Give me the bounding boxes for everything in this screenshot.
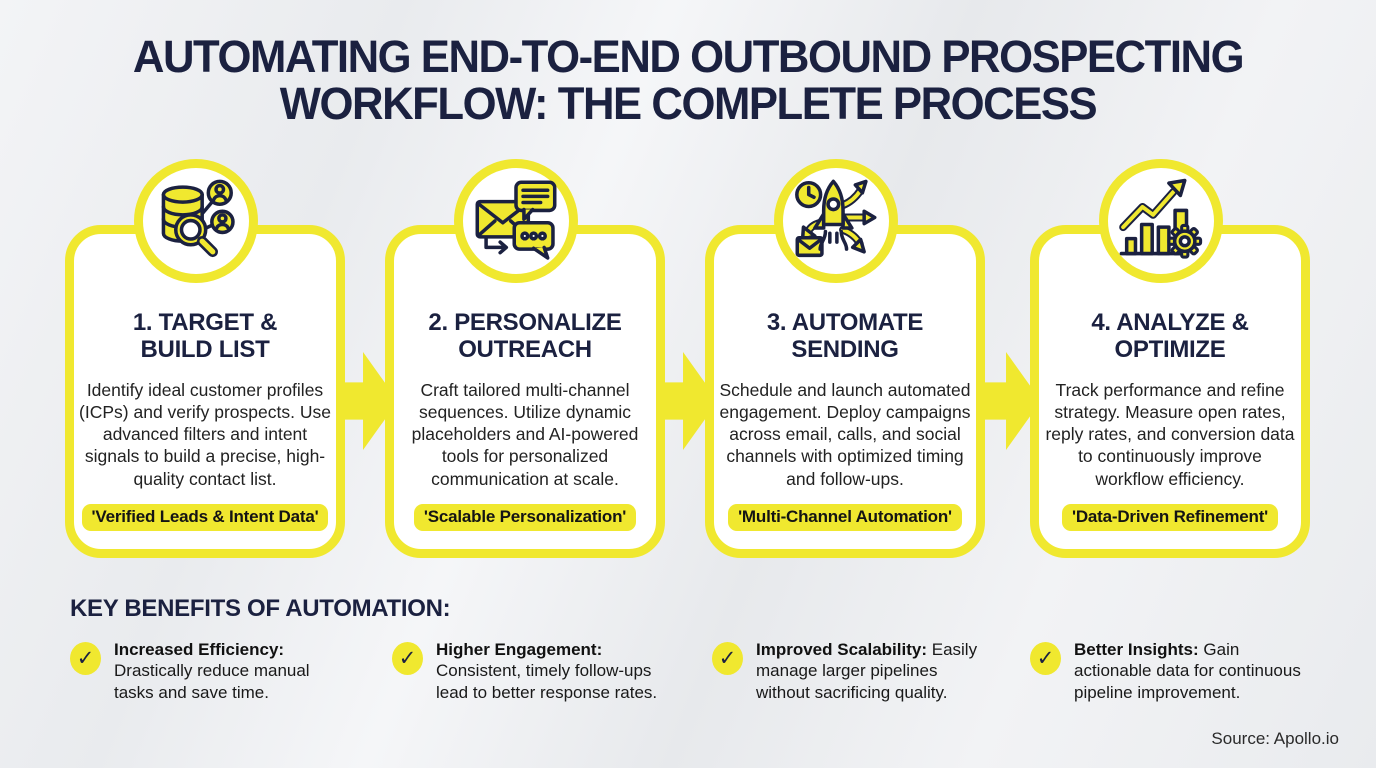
step-description: Track performance and refine strategy. M…	[1045, 379, 1295, 489]
benefits-heading: KEY BENEFITS OF AUTOMATION:	[70, 595, 451, 622]
step-tag-badge: 'Multi-Channel Automation'	[728, 503, 962, 531]
benefit-text: Consistent, timely follow-ups lead to be…	[436, 661, 658, 702]
check-icon: ✓	[70, 642, 101, 675]
step-card-analyze-optimize: 4. ANALYZE & OPTIMIZE Track performance …	[1030, 225, 1310, 558]
benefit-label: Increased Efficiency:	[114, 640, 285, 659]
benefit-label: Improved Scalability:	[756, 640, 927, 659]
benefit-label: Better Insights:	[1074, 640, 1199, 659]
step-icon-circle	[134, 159, 258, 283]
benefit-label: Higher Engagement:	[436, 640, 603, 659]
step-description: Schedule and launch automated engagement…	[719, 379, 971, 489]
mail-chat-icon	[475, 180, 557, 260]
step-title: 2. PERSONALIZE OUTREACH	[428, 309, 622, 363]
check-icon: ✓	[1030, 642, 1061, 675]
page-title-line2: WORKFLOW: THE COMPLETE PROCESS	[279, 77, 1098, 129]
step-description: Craft tailored multi-channel sequences. …	[411, 379, 639, 489]
check-icon: ✓	[712, 642, 743, 675]
page-title: AUTOMATING END-TO-END OUTBOUND PROSPECTI…	[21, 31, 1356, 129]
source-attribution: Source: Apollo.io	[1211, 729, 1339, 748]
benefit-text: Easily manage larger pipelines without s…	[756, 640, 978, 702]
benefit-item-better-insights: ✓ Better Insights: Gain actionable data …	[1030, 639, 1305, 703]
step-tag-badge: 'Scalable Personalization'	[413, 503, 637, 531]
step-tag-badge: 'Data-Driven Refinement'	[1062, 503, 1278, 531]
chart-gear-icon	[1119, 178, 1203, 259]
check-icon: ✓	[392, 642, 423, 675]
page-title-line1: AUTOMATING END-TO-END OUTBOUND PROSPECTI…	[132, 31, 1245, 82]
step-title: 3. AUTOMATE SENDING	[766, 309, 924, 363]
step-tag-badge: 'Verified Leads & Intent Data'	[81, 503, 329, 531]
benefit-item-higher-engagement: ✓ Higher Engagement: Consistent, timely …	[392, 639, 667, 703]
benefit-text: Drastically reduce manual tasks and save…	[114, 661, 310, 702]
step-title: 1. TARGET & BUILD LIST	[132, 309, 278, 363]
benefit-item-improved-scalability: ✓ Improved Scalability: Easily manage la…	[712, 639, 987, 703]
step-icon-circle	[454, 159, 578, 283]
rocket-launch-icon	[795, 179, 877, 258]
step-title: 4. ANALYZE & OPTIMIZE	[1091, 309, 1249, 363]
benefit-item-increased-efficiency: ✓ Increased Efficiency: Drastically redu…	[70, 639, 345, 703]
benefit-text: Gain actionable data for continuous pipe…	[1074, 640, 1301, 702]
step-icon-circle	[1099, 159, 1223, 283]
database-search-icon	[161, 179, 235, 258]
step-icon-circle	[774, 159, 898, 283]
step-description: Identify ideal customer profiles (ICPs) …	[79, 379, 331, 489]
